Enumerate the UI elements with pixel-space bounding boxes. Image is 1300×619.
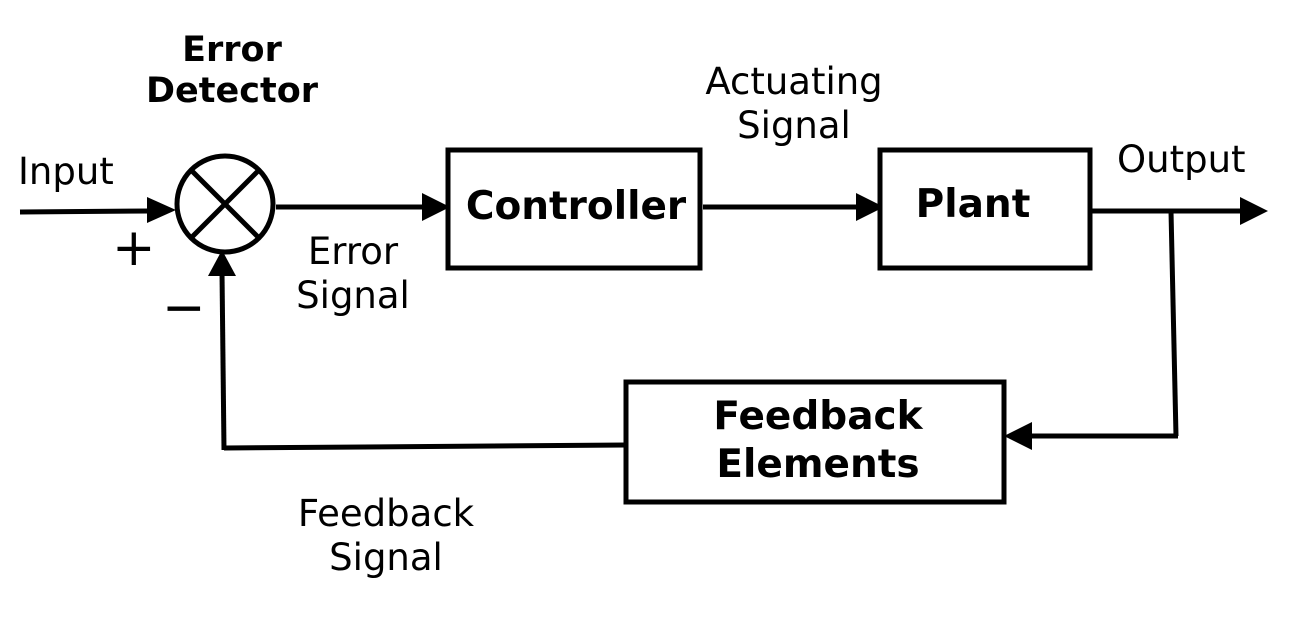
- actuating-signal-label-line1: Actuating: [705, 60, 883, 103]
- error-signal-label-line2: Signal: [296, 273, 410, 317]
- input-arrow: [19, 208, 151, 215]
- feedback-signal-arrowhead: [208, 250, 236, 276]
- error-detector-junction: [174, 153, 276, 255]
- input-label: Input: [18, 150, 114, 193]
- plant-block: [877, 147, 1093, 271]
- feedback-elements-label: Feedback Elements: [628, 393, 1008, 488]
- output-label: Output: [1117, 138, 1246, 181]
- error-detector-title-line1: Error: [182, 30, 282, 70]
- output-arrowhead: [1240, 197, 1268, 225]
- controller-label: Controller: [465, 184, 687, 229]
- actuating-signal-arrowhead: [856, 193, 884, 221]
- error-signal-label: Error Signal: [268, 230, 438, 317]
- feedback-signal-label: Feedback Signal: [276, 492, 496, 579]
- actuating-signal-label-line2: Signal: [737, 103, 851, 147]
- minus-sign: −: [162, 278, 206, 338]
- plus-sign: +: [112, 218, 156, 278]
- feedback-signal-riser: [219, 271, 227, 451]
- feedback-elements-block: [623, 379, 1007, 505]
- error-signal-arrowhead: [422, 193, 450, 221]
- feedback-takeoff-line: [1168, 210, 1179, 437]
- feedback-signal-line: [223, 442, 627, 451]
- error-signal-label-line1: Error: [307, 230, 399, 273]
- error-detector-title-line2: Detector: [145, 71, 319, 112]
- input-arrowhead: [147, 197, 176, 223]
- feedback-elements-label-line2: Elements: [716, 441, 920, 487]
- error-detector-title: Error Detector: [127, 30, 337, 113]
- actuating-signal-label: Actuating Signal: [688, 60, 900, 147]
- feedback-elements-label-line1: Feedback: [713, 394, 923, 439]
- feedback-signal-label-line1: Feedback: [297, 492, 475, 535]
- plant-label: Plant: [915, 182, 1031, 227]
- controller-block: [445, 147, 703, 271]
- feedback-signal-label-line2: Signal: [329, 535, 443, 579]
- feedback-elements-arrowhead: [1004, 422, 1032, 450]
